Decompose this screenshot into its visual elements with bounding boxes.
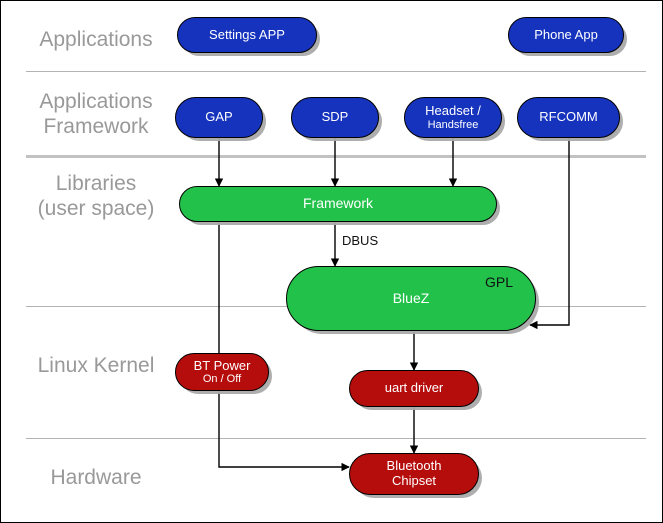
- divider-linux-kernel: [26, 438, 646, 439]
- band-label-linux-kernel: Linux Kernel: [37, 354, 155, 377]
- node-headset-handsfree-label-1: Headset /: [425, 103, 481, 119]
- node-bluez-license-badge: GPL: [484, 274, 513, 290]
- edge-framework-to-chipset: [218, 222, 350, 472]
- node-headset-handsfree[interactable]: Headset / Handsfree: [404, 97, 502, 138]
- node-gap[interactable]: GAP: [175, 97, 263, 138]
- node-bt-power-label-2: On / Off: [202, 373, 242, 386]
- node-framework[interactable]: Framework: [179, 186, 497, 222]
- divider-applications-framework: [26, 155, 646, 158]
- node-bt-power[interactable]: BT Power On / Off: [175, 353, 269, 391]
- node-sdp-label: SDP: [321, 109, 349, 125]
- node-phone-app-label: Phone App: [534, 26, 598, 42]
- node-bluetooth-chipset-label-2: Chipset: [391, 473, 437, 488]
- band-label-hardware: Hardware: [50, 466, 142, 489]
- node-gap-label: GAP: [205, 109, 233, 125]
- node-bluetooth-chipset[interactable]: Bluetooth Chipset: [349, 453, 479, 495]
- node-settings-app[interactable]: Settings APP: [177, 17, 317, 53]
- node-settings-app-label: Settings APP: [209, 26, 285, 42]
- divider-applications: [26, 71, 646, 72]
- node-sdp[interactable]: SDP: [291, 97, 379, 138]
- node-bluez-label: BlueZ: [392, 289, 430, 306]
- edge-rfcomm-to-bluez: [529, 138, 570, 330]
- node-uart-driver[interactable]: uart driver: [349, 370, 479, 407]
- band-label-applications: Applications: [39, 28, 153, 51]
- node-phone-app[interactable]: Phone App: [508, 17, 624, 53]
- node-framework-label: Framework: [302, 195, 373, 212]
- node-rfcomm-label: RFCOMM: [539, 109, 598, 125]
- band-label-libraries: Libraries (user space): [37, 172, 155, 220]
- edge-label-dbus: DBUS: [342, 233, 379, 248]
- node-bt-power-label-1: BT Power: [193, 357, 251, 373]
- band-label-applications-framework: Applications Framework: [39, 90, 153, 138]
- node-bluetooth-chipset-label-1: Bluetooth: [386, 458, 442, 474]
- node-headset-handsfree-label-2: Handsfree: [427, 118, 479, 131]
- node-uart-driver-label: uart driver: [384, 380, 444, 396]
- node-rfcomm[interactable]: RFCOMM: [517, 97, 620, 138]
- node-bluez[interactable]: GPL BlueZ: [286, 266, 536, 331]
